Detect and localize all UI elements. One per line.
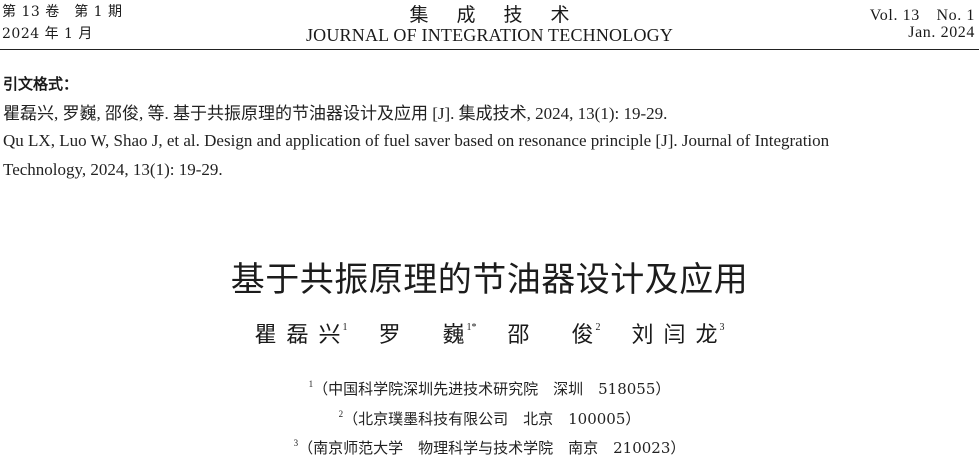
journal-name-cn: 集成技术 bbox=[409, 4, 598, 26]
affiliation-3: 3（南京师范大学 物理科学与技术学院 南京 210023） bbox=[0, 437, 979, 458]
affiliation-text: （南京师范大学 物理科学与技术学院 南京 210023） bbox=[298, 439, 686, 457]
author-list: 瞿磊兴1 罗 巍1* 邵 俊2 刘闫龙3 bbox=[0, 317, 979, 349]
citation-en-line1: Qu LX, Luo W, Shao J, et al. Design and … bbox=[3, 131, 830, 150]
journal-name-en: JOURNAL OF INTEGRATION TECHNOLOGY bbox=[305, 25, 674, 45]
header-volume-cn: 第 13 卷 第 1 期 bbox=[2, 4, 123, 20]
author-affiliation-mark: 2 bbox=[595, 322, 601, 333]
affiliation-mark: 2 bbox=[338, 409, 344, 419]
affiliation-2: 2（北京璞墨科技有限公司 北京 100005） bbox=[0, 408, 979, 429]
header-date-cn: 2024 年 1 月 bbox=[2, 26, 93, 42]
author-2: 罗 巍1* bbox=[378, 317, 476, 349]
affiliation-text: （北京璞墨科技有限公司 北京 100005） bbox=[343, 410, 641, 428]
header-date-en: Jan. 2024 bbox=[908, 24, 975, 41]
author-4: 刘闫龙3 bbox=[632, 317, 725, 349]
header-rule bbox=[0, 49, 979, 50]
paper-title: 基于共振原理的节油器设计及应用 bbox=[230, 260, 749, 300]
author-name: 邵 俊 bbox=[507, 323, 604, 348]
header-volume-en: Vol. 13 No. 1 bbox=[869, 7, 975, 24]
author-name: 刘闫龙 bbox=[631, 323, 728, 348]
affiliation-1: 1（中国科学院深圳先进技术研究院 深圳 518055） bbox=[0, 378, 979, 399]
citation-label: 引文格式： bbox=[3, 75, 79, 93]
author-1: 瞿磊兴1 bbox=[254, 317, 347, 349]
author-affiliation-mark: 3 bbox=[719, 322, 725, 333]
affiliation-mark: 1 bbox=[308, 379, 314, 389]
affiliation-text: （中国科学院深圳先进技术研究院 深圳 518055） bbox=[313, 380, 671, 398]
citation-cn: 瞿磊兴, 罗巍, 邵俊, 等. 基于共振原理的节油器设计及应用 [J]. 集成技… bbox=[3, 104, 668, 123]
author-name: 瞿磊兴 bbox=[254, 323, 351, 348]
author-3: 邵 俊2 bbox=[508, 317, 601, 349]
author-name: 罗 巍 bbox=[378, 323, 475, 348]
affiliation-mark: 3 bbox=[293, 438, 299, 448]
author-affiliation-mark: 1 bbox=[342, 322, 348, 333]
citation-en-line2: Technology, 2024, 13(1): 19-29. bbox=[3, 160, 223, 179]
author-affiliation-mark: 1* bbox=[466, 322, 477, 333]
